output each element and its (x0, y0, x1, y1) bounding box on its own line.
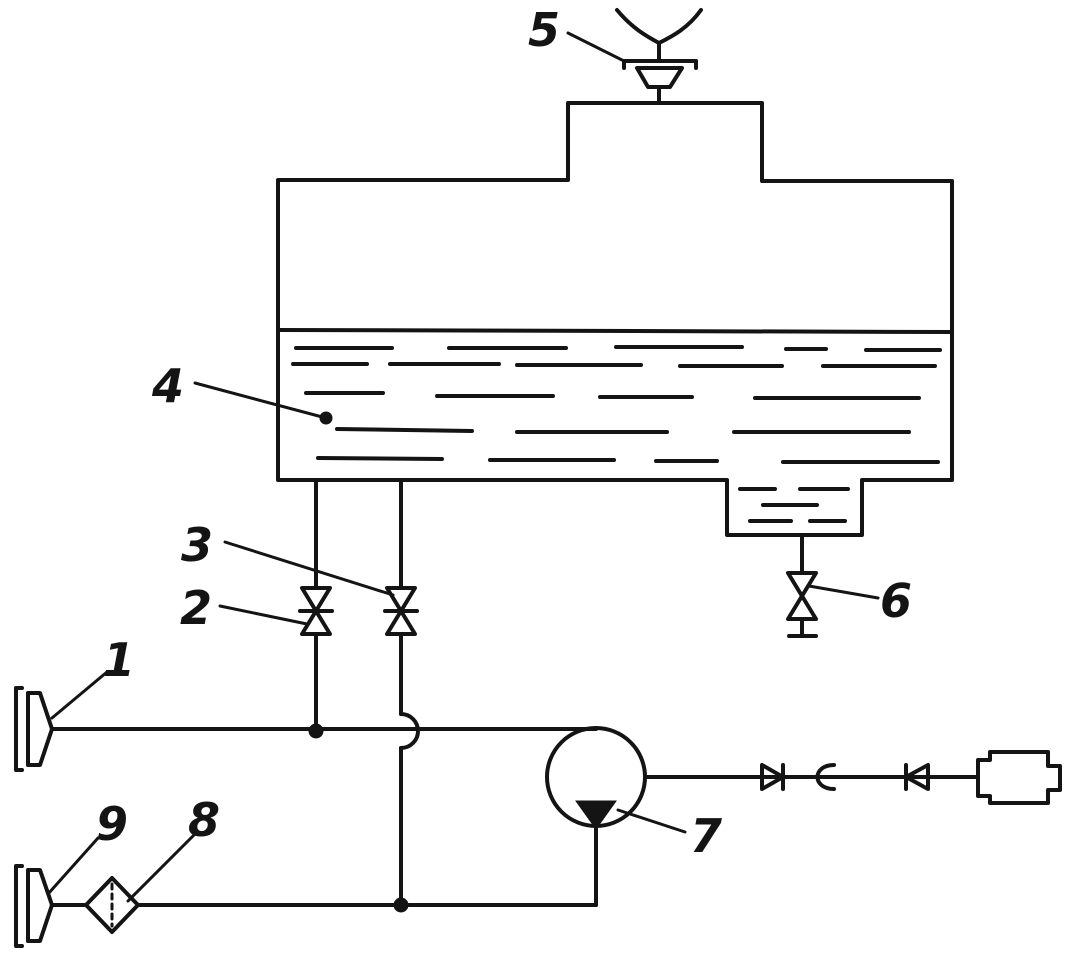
label-3: 3 (181, 518, 213, 572)
check-valve-2 (904, 763, 930, 791)
label-1: 1 (103, 633, 135, 687)
port-9: 9 (14, 797, 128, 948)
pump-7: 7 (136, 726, 722, 913)
label-9: 9 (96, 797, 128, 851)
valve-2-leader (218, 604, 309, 626)
cap-leader (566, 31, 626, 63)
junction-upper (308, 723, 324, 739)
label-7: 7 (690, 809, 722, 863)
label-4: 4 (151, 359, 184, 413)
pump-triangle (575, 800, 617, 830)
port-9-leader (46, 836, 100, 896)
valve-3-leader (223, 540, 395, 597)
filter-8: 8 (84, 793, 220, 934)
valve-3: 3 (181, 478, 420, 907)
port-1: 1 (14, 633, 598, 772)
tank: 4 (151, 101, 954, 537)
breather-cap: 5 (528, 3, 703, 105)
quick-coupling (815, 763, 836, 791)
drain-valve-leader (807, 584, 880, 600)
filter-leader (126, 831, 198, 903)
actuator (976, 750, 1062, 805)
label-8: 8 (188, 793, 220, 847)
drain-valve: 6 (786, 533, 912, 638)
port-1-leader (50, 670, 109, 720)
junction-lower (393, 897, 409, 913)
liquid-surface-line (276, 328, 954, 334)
tank-leader (193, 381, 328, 420)
liquid-hatching (291, 345, 942, 523)
label-2: 2 (180, 581, 212, 635)
check-valve-1 (760, 763, 785, 791)
pump-leader (616, 808, 687, 834)
outlet-line (643, 750, 1062, 805)
label-5: 5 (528, 3, 560, 57)
tank-outline (276, 101, 954, 537)
label-6: 6 (880, 574, 912, 628)
